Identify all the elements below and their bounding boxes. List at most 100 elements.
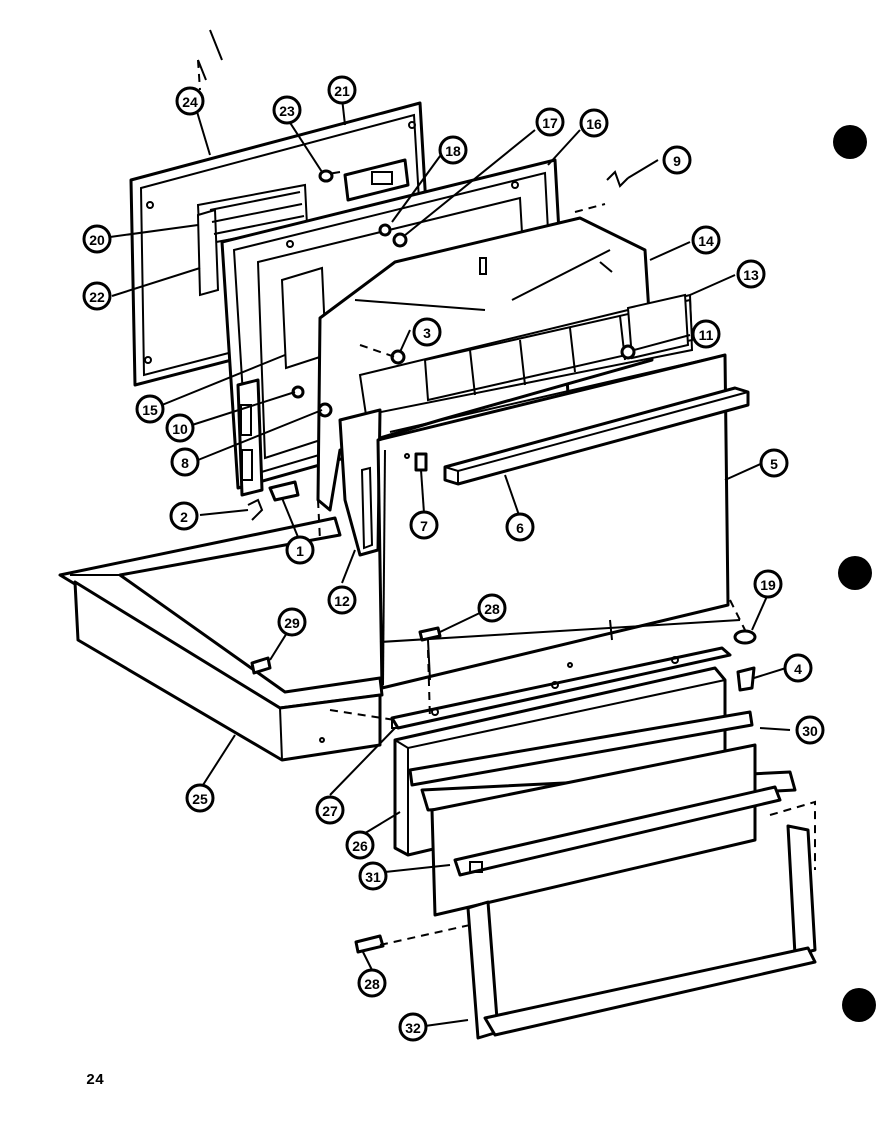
- callout-label: 8: [181, 455, 189, 471]
- callout-circle: [398, 1012, 428, 1042]
- punch-hole-top: [833, 125, 867, 159]
- callout-label: 6: [516, 520, 524, 536]
- panel-clip: [414, 452, 428, 472]
- callout-label: 5: [770, 456, 778, 472]
- callout-label: 3: [423, 325, 431, 341]
- callout-circle: [285, 535, 315, 565]
- callout-circle: [135, 394, 165, 424]
- callout-circle: [438, 135, 468, 165]
- callout-circle: [691, 319, 721, 349]
- callout-c10: 10: [165, 413, 195, 443]
- callout-c9: 9: [662, 145, 692, 175]
- callout-circle: [170, 447, 200, 477]
- callout-label: 2: [180, 509, 188, 525]
- callout-c11: 11: [691, 319, 721, 349]
- callout-c21: 21: [327, 75, 357, 105]
- base-pan: [58, 516, 384, 762]
- callout-label: 32: [405, 1020, 421, 1036]
- nut-frame: [392, 232, 408, 248]
- callout-c6: 6: [505, 512, 535, 542]
- callout-circle: [691, 225, 721, 255]
- screw-kick-frame: [354, 934, 385, 954]
- callout-circle: [795, 715, 825, 745]
- callout-circle: [277, 607, 307, 637]
- callout-c28a: 28: [477, 593, 507, 623]
- screw-front-panel: [418, 626, 442, 681]
- callout-label: 16: [586, 116, 602, 132]
- callout-circle: [477, 593, 507, 623]
- callout-circle: [412, 317, 442, 347]
- callout-c17: 17: [535, 107, 565, 137]
- callout-label: 20: [89, 232, 105, 248]
- callout-label: 4: [794, 661, 802, 677]
- callout-c7: 7: [409, 510, 439, 540]
- callout-c5: 5: [759, 448, 789, 478]
- callout-circle: [662, 145, 692, 175]
- callout-label: 24: [182, 94, 198, 110]
- callout-circle: [82, 281, 112, 311]
- callout-c25: 25: [185, 783, 215, 813]
- callout-c23: 23: [272, 95, 302, 125]
- callout-c3: 3: [412, 317, 442, 347]
- callout-circle: [175, 86, 205, 116]
- callout-c26: 26: [345, 830, 375, 860]
- callout-label: 9: [673, 153, 681, 169]
- callout-label: 1: [296, 543, 304, 559]
- callout-c24: 24: [175, 86, 205, 116]
- bracket-assembly: [318, 158, 410, 202]
- leveling-leg: [736, 666, 756, 692]
- screw-bracket: [317, 402, 333, 418]
- callout-circle: [759, 448, 789, 478]
- callout-c12: 12: [327, 585, 357, 615]
- callout-label: 27: [322, 803, 338, 819]
- callout-c29: 29: [277, 607, 307, 637]
- callout-circle: [165, 413, 195, 443]
- callout-c32: 32: [398, 1012, 428, 1042]
- callout-c2: 2: [169, 501, 199, 531]
- page-number: 24: [86, 1072, 105, 1089]
- callout-c31: 31: [358, 861, 388, 891]
- callout-circle: [82, 224, 112, 254]
- callout-label: 29: [284, 615, 300, 631]
- callout-label: 17: [542, 115, 558, 131]
- callout-label: 7: [420, 518, 428, 534]
- punch-hole-bottom: [842, 988, 876, 1022]
- callout-circle: [579, 108, 609, 138]
- hinge-pin: [247, 480, 300, 521]
- callout-circle: [357, 968, 387, 998]
- callout-circle: [409, 510, 439, 540]
- leveling-washer: [733, 629, 757, 645]
- callout-label: 19: [760, 577, 776, 593]
- callout-circle: [783, 653, 813, 683]
- callout-c16: 16: [579, 108, 609, 138]
- callout-label: 30: [802, 723, 818, 739]
- screw-control-right: [620, 344, 636, 360]
- callout-c27: 27: [315, 795, 345, 825]
- washer-frame: [378, 223, 392, 237]
- kick-frame: [466, 824, 817, 1040]
- callout-c15: 15: [135, 394, 165, 424]
- callout-label: 21: [334, 83, 350, 99]
- callout-c19: 19: [753, 569, 783, 599]
- callout-label: 28: [364, 976, 380, 992]
- callout-c13: 13: [736, 259, 766, 289]
- callout-circle: [535, 107, 565, 137]
- callout-label: 14: [698, 233, 714, 249]
- callout-circle: [185, 783, 215, 813]
- callout-label: 31: [365, 869, 381, 885]
- scan-mark: [197, 29, 223, 81]
- callout-circle: [753, 569, 783, 599]
- front-panel: [376, 353, 741, 690]
- callout-c30: 30: [795, 715, 825, 745]
- callout-label: 10: [172, 421, 188, 437]
- leader-lines: [109, 97, 791, 1027]
- callout-label: 18: [445, 143, 461, 159]
- callout-label: 26: [352, 838, 368, 854]
- callout-circle: [169, 501, 199, 531]
- callout-label: 11: [699, 327, 714, 343]
- callout-c1: 1: [285, 535, 315, 565]
- assembly-guides: [197, 59, 816, 946]
- spring-clip: [606, 170, 629, 188]
- callout-circle: [315, 795, 345, 825]
